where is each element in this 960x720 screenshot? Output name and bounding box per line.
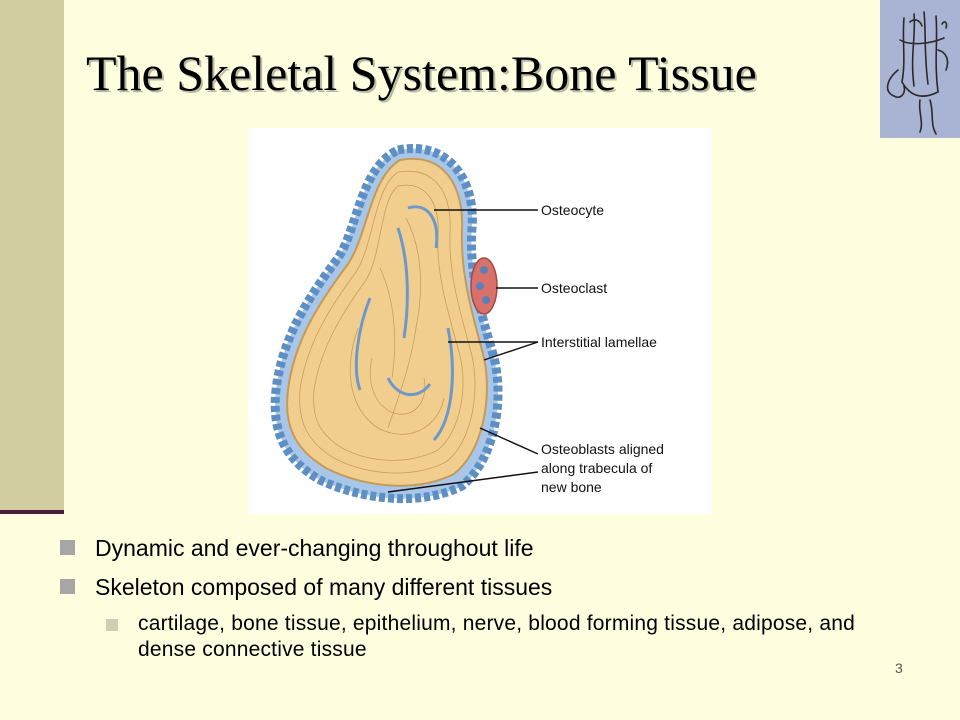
corner-logo-image: [880, 0, 960, 138]
bullet-item: Skeleton composed of many different tiss…: [60, 572, 880, 602]
bullet-item: Dynamic and ever-changing throughout lif…: [60, 533, 880, 563]
bone-tissue-diagram: Osteocyte Osteoclast Interstitial lamell…: [248, 128, 712, 514]
slide-title: The Skeletal System:Bone Tissue: [86, 45, 757, 101]
left-accent-bar: [0, 0, 64, 514]
sub-bullet-square-icon: [106, 619, 118, 631]
sub-bullet-text: cartilage, bone tissue, epithelium, nerv…: [138, 612, 855, 661]
bullet-text: Dynamic and ever-changing throughout lif…: [95, 535, 534, 561]
left-accent-divider: [0, 510, 64, 514]
interstitial-leader-b: [483, 341, 539, 361]
page-number: 3: [895, 660, 903, 676]
anatomy-sketch-icon: [886, 11, 949, 135]
label-osteoclast: Osteoclast: [541, 280, 607, 296]
cement-lines: [354, 205, 454, 442]
label-osteocyte: Osteocyte: [541, 202, 604, 218]
sub-bullet-item: cartilage, bone tissue, epithelium, nerv…: [106, 611, 880, 663]
label-osteoblasts-2: along trabecula of: [541, 460, 652, 476]
osteoclast-cell: [470, 257, 498, 315]
bone-trabecula: [286, 157, 488, 487]
osteoblast-leader-b: [387, 471, 539, 493]
osteoblast-leader-a: [479, 427, 539, 455]
bullet-square-icon: [60, 540, 75, 555]
bullet-text: Skeleton composed of many different tiss…: [95, 574, 553, 600]
lamellae-texture: [299, 170, 476, 474]
label-interstitial-lamellae: Interstitial lamellae: [541, 334, 657, 350]
label-osteoblasts-3: new bone: [541, 479, 602, 495]
bullet-square-icon: [60, 579, 75, 594]
bullet-list: Dynamic and ever-changing throughout lif…: [60, 533, 880, 663]
label-osteoblasts-1: Osteoblasts aligned: [541, 441, 664, 457]
